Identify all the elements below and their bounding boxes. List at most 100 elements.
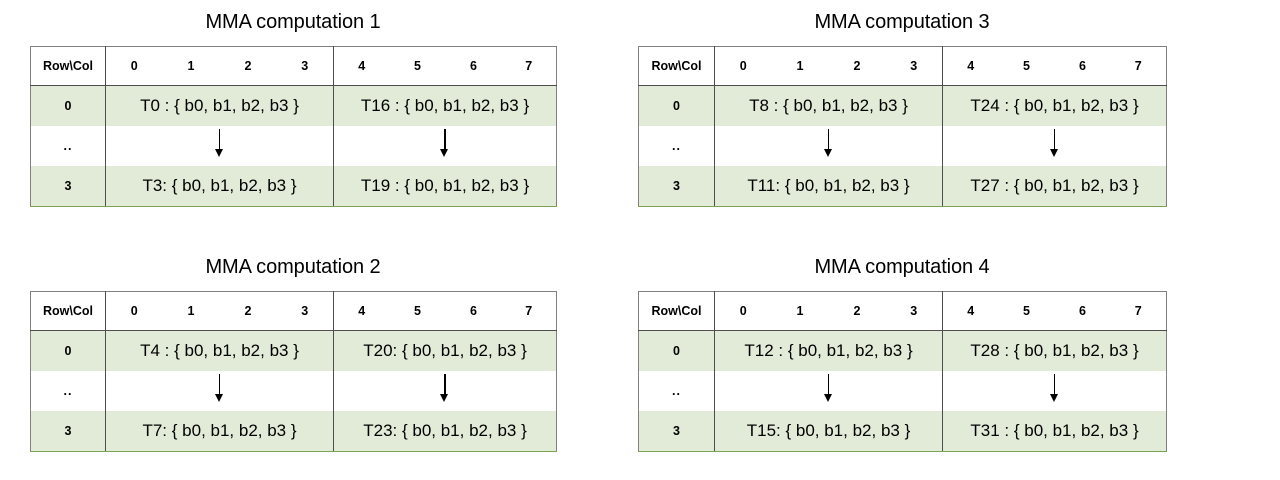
column-header-6: 6 — [445, 291, 502, 331]
column-header-4: 4 — [942, 291, 999, 331]
table-row: 3 T7: { b0, b1, b2, b3 } T23: { b0, b1, … — [30, 411, 557, 452]
cell-group-b-first: T24 : { b0, b1, b2, b3 } — [942, 85, 1167, 126]
mma-table: Row\Col 0 1 2 3 4 5 6 7 0 T0 : { b0, b1,… — [30, 46, 557, 207]
down-arrow-icon — [438, 373, 452, 404]
column-header-2: 2 — [828, 46, 886, 86]
column-header-4: 4 — [333, 291, 390, 331]
row-label-ellipsis: .. — [638, 371, 715, 411]
column-header-1: 1 — [162, 46, 220, 86]
column-header-7: 7 — [501, 46, 557, 86]
table-row: 3 T11: { b0, b1, b2, b3 } T27 : { b0, b1… — [638, 166, 1167, 207]
column-header-5: 5 — [389, 291, 446, 331]
table-header-row: Row\Col 0 1 2 3 4 5 6 7 — [638, 46, 1167, 86]
column-header-6: 6 — [1054, 291, 1111, 331]
down-arrow-icon — [213, 128, 227, 159]
mma-panel-1: MMA computation 1 Row\Col 0 1 2 3 4 5 6 … — [30, 10, 557, 207]
table-header-row: Row\Col 0 1 2 3 4 5 6 7 — [638, 291, 1167, 331]
down-arrow-icon — [1048, 373, 1062, 404]
table-row: 0 T8 : { b0, b1, b2, b3 } T24 : { b0, b1… — [638, 85, 1167, 126]
mma-panel-3: MMA computation 3 Row\Col 0 1 2 3 4 5 6 … — [638, 10, 1167, 207]
column-header-4: 4 — [942, 46, 999, 86]
row-label-ellipsis: .. — [30, 126, 106, 166]
column-header-7: 7 — [501, 291, 557, 331]
mma-table: Row\Col 0 1 2 3 4 5 6 7 0 T12 : { b0, b1… — [638, 291, 1167, 452]
row-label-0: 0 — [638, 330, 715, 371]
cell-group-a-first: T8 : { b0, b1, b2, b3 } — [714, 85, 943, 126]
mma-panel-4: MMA computation 4 Row\Col 0 1 2 3 4 5 6 … — [638, 255, 1167, 452]
panel-title: MMA computation 2 — [205, 256, 381, 278]
cell-group-b-first: T28 : { b0, b1, b2, b3 } — [942, 330, 1167, 371]
column-header-3: 3 — [885, 46, 943, 86]
column-header-3: 3 — [885, 291, 943, 331]
mma-table: Row\Col 0 1 2 3 4 5 6 7 0 T8 : { b0, b1,… — [638, 46, 1167, 207]
arrow-cell-group-b — [333, 371, 557, 411]
table-row: 0 T12 : { b0, b1, b2, b3 } T28 : { b0, b… — [638, 330, 1167, 371]
row-label-0: 0 — [638, 85, 715, 126]
column-header-7: 7 — [1110, 291, 1167, 331]
cell-group-a-first: T4 : { b0, b1, b2, b3 } — [105, 330, 334, 371]
column-header-5: 5 — [998, 46, 1055, 86]
arrow-cell-group-a — [714, 371, 943, 411]
row-col-header: Row\Col — [30, 291, 106, 331]
cell-group-a-last: T7: { b0, b1, b2, b3 } — [105, 411, 334, 452]
row-label-3: 3 — [30, 411, 106, 452]
arrow-cell-group-b — [942, 126, 1167, 166]
table-row: 3 T15: { b0, b1, b2, b3 } T31 : { b0, b1… — [638, 411, 1167, 452]
table-row: 3 T3: { b0, b1, b2, b3 } T19 : { b0, b1,… — [30, 166, 557, 207]
arrow-cell-group-a — [105, 126, 334, 166]
column-header-2: 2 — [219, 46, 277, 86]
row-label-0: 0 — [30, 330, 106, 371]
panel-title: MMA computation 1 — [205, 11, 381, 33]
table-row: 0 T4 : { b0, b1, b2, b3 } T20: { b0, b1,… — [30, 330, 557, 371]
column-header-5: 5 — [998, 291, 1055, 331]
cell-group-b-first: T16 : { b0, b1, b2, b3 } — [333, 85, 557, 126]
table-header-row: Row\Col 0 1 2 3 4 5 6 7 — [30, 291, 557, 331]
row-label-3: 3 — [638, 166, 715, 207]
mma-table: Row\Col 0 1 2 3 4 5 6 7 0 T4 : { b0, b1,… — [30, 291, 557, 452]
row-label-3: 3 — [30, 166, 106, 207]
row-label-0: 0 — [30, 85, 106, 126]
column-header-2: 2 — [828, 291, 886, 331]
panel-title: MMA computation 3 — [814, 11, 990, 33]
row-col-header: Row\Col — [30, 46, 106, 86]
mma-panel-2: MMA computation 2 Row\Col 0 1 2 3 4 5 6 … — [30, 255, 557, 452]
cell-group-b-last: T23: { b0, b1, b2, b3 } — [333, 411, 557, 452]
arrow-cell-group-a — [714, 126, 943, 166]
arrow-cell-group-a — [105, 371, 334, 411]
column-header-6: 6 — [445, 46, 502, 86]
down-arrow-icon — [213, 373, 227, 404]
column-header-6: 6 — [1054, 46, 1111, 86]
cell-group-a-last: T15: { b0, b1, b2, b3 } — [714, 411, 943, 452]
down-arrow-icon — [822, 128, 836, 159]
cell-group-a-first: T12 : { b0, b1, b2, b3 } — [714, 330, 943, 371]
cell-group-b-last: T19 : { b0, b1, b2, b3 } — [333, 166, 557, 207]
table-header-row: Row\Col 0 1 2 3 4 5 6 7 — [30, 46, 557, 86]
column-header-1: 1 — [771, 291, 829, 331]
row-label-3: 3 — [638, 411, 715, 452]
row-label-ellipsis: .. — [638, 126, 715, 166]
column-header-1: 1 — [162, 291, 220, 331]
table-row: .. — [638, 371, 1167, 411]
column-header-5: 5 — [389, 46, 446, 86]
column-header-0: 0 — [105, 46, 163, 86]
column-header-1: 1 — [771, 46, 829, 86]
column-header-3: 3 — [276, 46, 334, 86]
column-header-7: 7 — [1110, 46, 1167, 86]
cell-group-b-first: T20: { b0, b1, b2, b3 } — [333, 330, 557, 371]
arrow-cell-group-b — [942, 371, 1167, 411]
column-header-0: 0 — [714, 46, 772, 86]
cell-group-a-last: T3: { b0, b1, b2, b3 } — [105, 166, 334, 207]
cell-group-b-last: T27 : { b0, b1, b2, b3 } — [942, 166, 1167, 207]
cell-group-a-last: T11: { b0, b1, b2, b3 } — [714, 166, 943, 207]
table-row: 0 T0 : { b0, b1, b2, b3 } T16 : { b0, b1… — [30, 85, 557, 126]
column-header-0: 0 — [714, 291, 772, 331]
table-row: .. — [638, 126, 1167, 166]
column-header-4: 4 — [333, 46, 390, 86]
column-header-0: 0 — [105, 291, 163, 331]
arrow-cell-group-b — [333, 126, 557, 166]
cell-group-b-last: T31 : { b0, b1, b2, b3 } — [942, 411, 1167, 452]
column-header-2: 2 — [219, 291, 277, 331]
down-arrow-icon — [438, 128, 452, 159]
down-arrow-icon — [822, 373, 836, 404]
cell-group-a-first: T0 : { b0, b1, b2, b3 } — [105, 85, 334, 126]
